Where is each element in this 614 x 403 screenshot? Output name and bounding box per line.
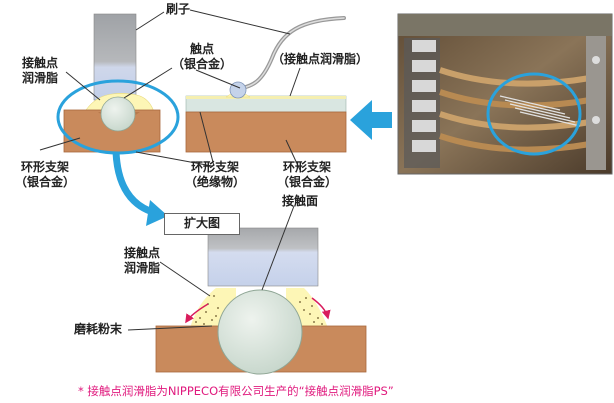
label-contact-surface: 接触面 [282,194,318,209]
lube-thin [186,96,346,99]
contact-ball-left [101,97,135,131]
magnified-assembly [156,228,366,374]
label-ring-silver-left: 环形支架 （银合金） [12,160,78,190]
blue-arrow-left [350,100,392,140]
label-contact-lube-left: 接触点 润滑脂 [22,56,58,86]
label-contact-lube-mag: 接触点 润滑脂 [124,246,160,276]
footnote: * 接触点润滑脂为NIPPECO有限公司生产的“接触点润滑脂PS” [78,383,394,399]
top-middle-assembly [186,18,346,152]
label-brush: 刷子 [166,2,190,17]
photo-slip-ring [398,14,612,174]
label-ring-insulator: 环形支架 （绝缘物） [182,160,248,190]
label-contact-lube-right: （接触点润滑脂） [272,52,368,67]
label-wear-powder: 磨耗粉末 [74,322,122,337]
brush-block [94,14,136,100]
mag-contact-ball [218,290,302,374]
label-contact-point: 触点 （银合金） [172,42,232,72]
ring-silver-right [186,112,346,152]
mag-brush-block [208,228,318,286]
magnified-view-box: 扩大图 [164,213,240,235]
label-ring-silver-right: 环形支架 （银合金） [274,160,340,190]
top-left-assembly [58,14,178,153]
